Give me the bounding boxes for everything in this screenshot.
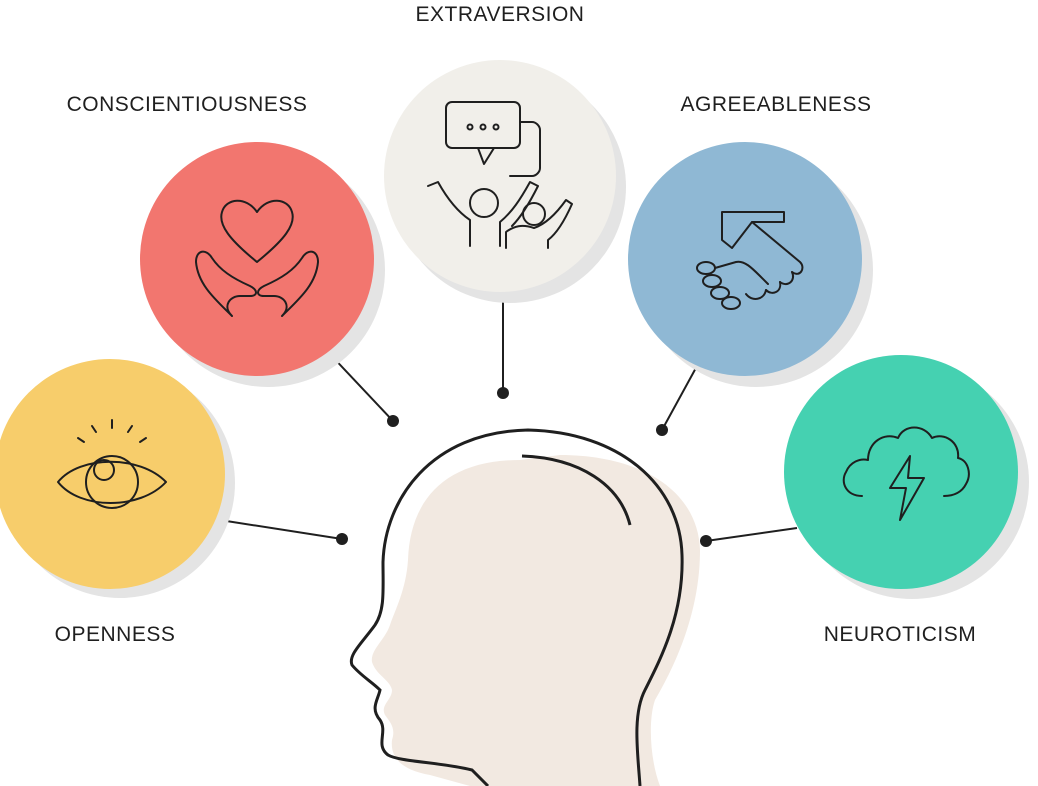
label-conscientiousness: CONSCIENTIOUSNESS bbox=[67, 93, 308, 116]
agreeableness-circle bbox=[628, 142, 862, 376]
label-extraversion: EXTRAVERSION bbox=[416, 3, 585, 26]
extraversion-circle bbox=[384, 60, 616, 292]
trait-extraversion bbox=[384, 60, 626, 303]
head-silhouette bbox=[351, 430, 700, 786]
trait-agreeableness bbox=[628, 142, 873, 387]
connector-dot-neuroticism bbox=[700, 535, 712, 547]
label-neuroticism: NEUROTICISM bbox=[824, 623, 977, 646]
connector-dot-conscientiousness bbox=[387, 415, 399, 427]
label-openness: OPENNESS bbox=[55, 623, 176, 646]
connector-dot-openness bbox=[336, 533, 348, 545]
connector-dot-agreeableness bbox=[656, 424, 668, 436]
connector-openness bbox=[220, 520, 342, 539]
trait-conscientiousness bbox=[140, 142, 385, 387]
connector-agreeableness bbox=[662, 366, 697, 430]
head-fill bbox=[372, 455, 700, 786]
label-agreeableness: AGREEABLENESS bbox=[681, 93, 872, 116]
connector-neuroticism bbox=[706, 528, 797, 541]
connector-dot-extraversion bbox=[497, 387, 509, 399]
trait-neuroticism bbox=[784, 355, 1029, 599]
conscientiousness-circle bbox=[140, 142, 374, 376]
trait-openness bbox=[0, 359, 235, 598]
